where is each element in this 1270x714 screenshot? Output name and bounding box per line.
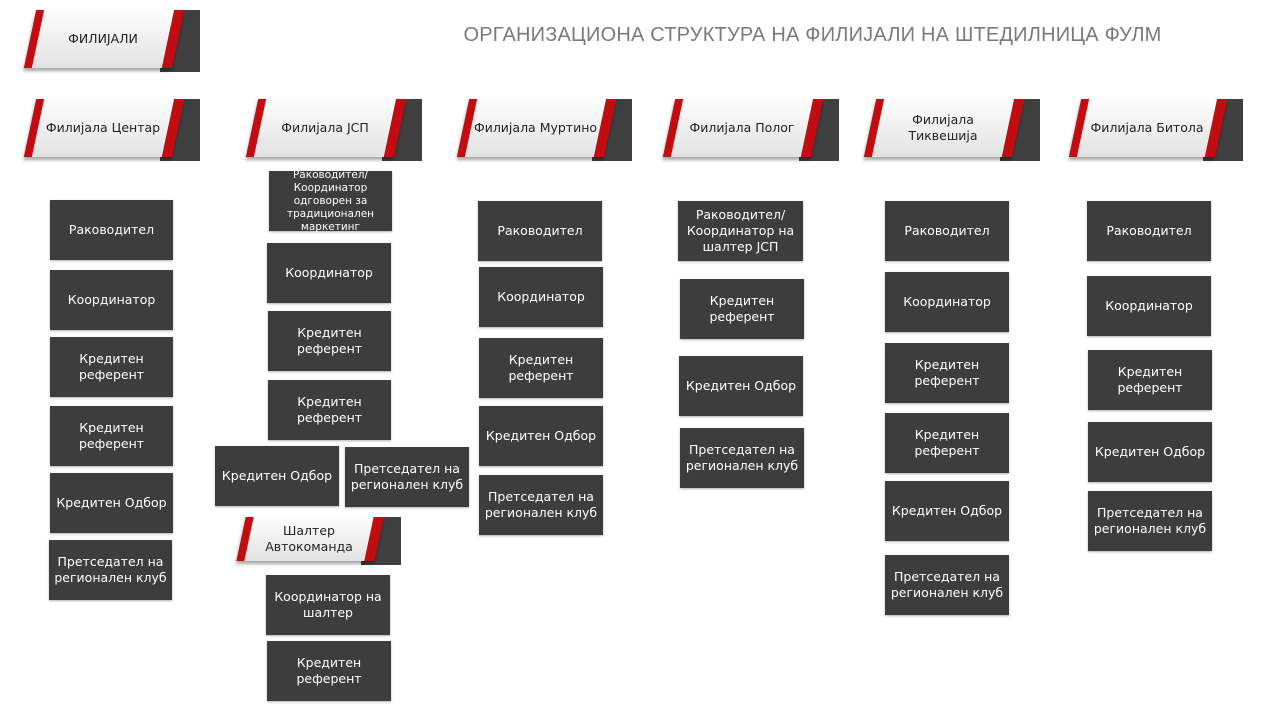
- branch-header: Филијала Тиквешија: [862, 99, 1040, 161]
- branch-header: Филијала ЈСП: [244, 99, 422, 161]
- role-box: Претседател на регионален клуб: [49, 540, 172, 600]
- role-box: Кредитен Одбор: [50, 473, 173, 533]
- role-box: Кредитен Одбор: [215, 446, 339, 506]
- role-box: Раководител/Координатор на шалтер ЈСП: [678, 201, 803, 261]
- branch-header: Филијала Муртино: [455, 99, 632, 161]
- role-box: Кредитен референт: [680, 279, 804, 339]
- branch-header-label: Филијала Полог: [689, 120, 795, 135]
- role-box: Раководител: [50, 200, 173, 260]
- role-box: Кредитен референт: [50, 406, 173, 466]
- branch-header-label: Филијала ЈСП: [281, 120, 369, 135]
- role-box: Претседател на регионален клуб: [885, 555, 1009, 615]
- role-box: Раководител/Координатор одговорен за тра…: [269, 169, 392, 233]
- branch-header: Филијала Центар: [22, 99, 200, 161]
- branch-header: Филијала Полог: [661, 99, 839, 161]
- role-box: Координатор: [479, 267, 603, 327]
- chart-title: ОРГАНИЗАЦИОНА СТРУКТУРА НА ФИЛИЈАЛИ НА Ш…: [463, 24, 1162, 46]
- role-box: Претседател на регионален клуб: [1088, 491, 1212, 551]
- role-box: Кредитен Одбор: [885, 481, 1009, 541]
- role-box: Раководител: [885, 201, 1009, 261]
- branch-header-label: Филијала Тиквешија: [908, 112, 978, 143]
- role-box: Кредитен Одбор: [679, 356, 803, 416]
- role-box: Раководител: [1087, 201, 1211, 261]
- root-header: ФИЛИЈАЛИ: [22, 10, 200, 72]
- role-box: Кредитен референт: [1088, 350, 1212, 410]
- role-box: Координатор: [50, 270, 173, 330]
- role-box: Кредитен референт: [50, 337, 173, 397]
- role-box: Кредитен Одбор: [1088, 422, 1212, 482]
- branch-header: Филијала Битола: [1067, 99, 1243, 161]
- branch-header-label: Филијала Муртино: [473, 120, 598, 135]
- root-label: ФИЛИЈАЛИ: [68, 31, 138, 46]
- role-box: Координатор: [1087, 276, 1211, 336]
- role-box: Кредитен референт: [268, 311, 391, 371]
- role-box: Кредитен референт: [885, 343, 1009, 403]
- role-box: Кредитен референт: [268, 380, 391, 440]
- role-box: Претседател на регионален клуб: [680, 428, 804, 488]
- role-box: Координатор: [885, 272, 1009, 332]
- sub-unit-header-label: Шалтер Автокоманда: [265, 523, 353, 554]
- role-box: Кредитен референт: [885, 413, 1009, 473]
- role-box: Претседател на регионален клуб: [345, 447, 469, 507]
- role-box: Координатор: [267, 243, 391, 303]
- role-box: Претседател на регионален клуб: [479, 475, 603, 535]
- role-box: Раководител: [478, 201, 602, 261]
- role-box: Кредитен референт: [479, 338, 603, 398]
- branch-header-label: Филијала Центар: [45, 120, 161, 135]
- role-box: Кредитен Одбор: [479, 406, 603, 466]
- role-box: Координатор на шалтер: [266, 575, 390, 635]
- sub-unit-header: Шалтер Автокоманда: [233, 517, 401, 565]
- branch-header-label: Филијала Битола: [1090, 120, 1204, 135]
- role-box: Кредитен референт: [267, 641, 391, 701]
